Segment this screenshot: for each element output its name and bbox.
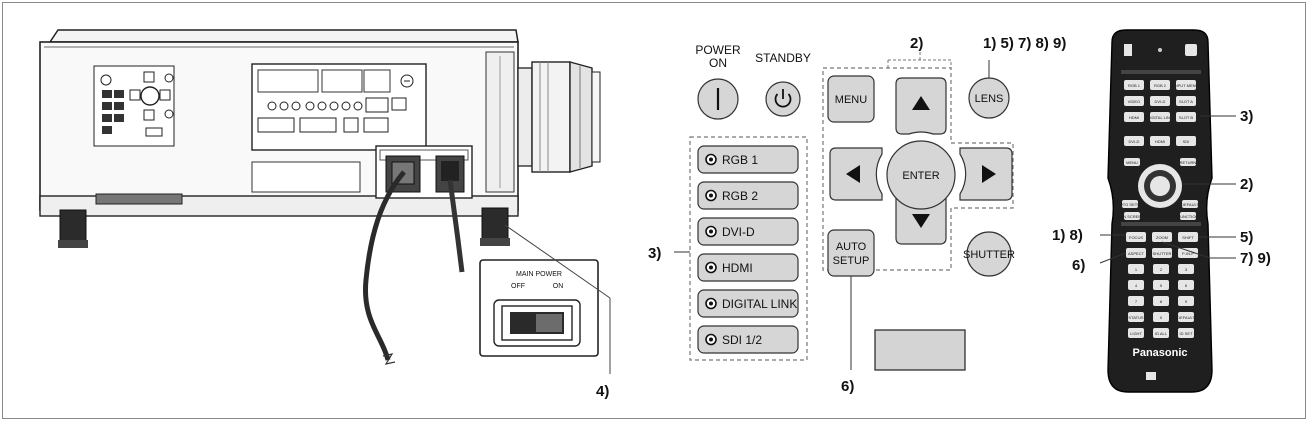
remote-btn-video[interactable]: VIDEO xyxy=(1128,99,1140,104)
standby-label: STANDBY xyxy=(755,51,811,65)
remote-btn-id-all[interactable]: ID ALL xyxy=(1155,331,1168,336)
remote-btn-slot-a[interactable]: SLOT A xyxy=(1179,99,1193,104)
remote-num-1[interactable]: 1 xyxy=(1135,267,1138,272)
callout-remote-5: 5) xyxy=(1240,229,1253,246)
callout-remote-3: 3) xyxy=(1240,108,1253,125)
remote-btn-id-set[interactable]: ID SET xyxy=(1180,331,1193,336)
auto-setup-label-line1: AUTO xyxy=(836,241,867,253)
input-label-rgb1: RGB 1 xyxy=(722,153,758,167)
remote-btn-status[interactable]: STATUS xyxy=(1128,315,1144,320)
remote-btn-dvi-d[interactable]: DVI-D xyxy=(1155,99,1166,104)
remote-btn-return[interactable]: RETURN xyxy=(1180,160,1197,165)
right-arrow-icon xyxy=(982,165,996,183)
menu-button[interactable] xyxy=(827,75,875,123)
remote-btn-slot-b[interactable]: SLOT B xyxy=(1179,115,1193,120)
remote-btn-zoom[interactable]: ZOOM xyxy=(1156,235,1168,240)
remote-btn-rgb1[interactable]: RGB 1 xyxy=(1128,83,1141,88)
remote-btn-auto-setup[interactable]: AUTO SETUP xyxy=(1117,202,1143,207)
input-label-dvi-d: DVI-D xyxy=(722,225,755,239)
remote-btn-hdmi-2[interactable]: HDMI xyxy=(1155,139,1165,144)
remote-btn-rgb2[interactable]: RGB 2 xyxy=(1154,83,1167,88)
remote-btn-aspect[interactable]: ASPECT xyxy=(1128,251,1145,256)
callout-lens: 1) 5) 7) 8) 9) xyxy=(983,35,1066,52)
up-arrow-icon xyxy=(912,96,930,110)
remote-btn-default[interactable]: DEFAULT xyxy=(1177,315,1195,320)
remote-num-7[interactable]: 7 xyxy=(1135,299,1138,304)
remote-btn-menu[interactable]: MENU xyxy=(1126,160,1138,165)
menu-label: MENU xyxy=(835,94,867,106)
remote-num-3[interactable]: 3 xyxy=(1185,267,1188,272)
remote-standby-label: STANDBY xyxy=(1182,36,1201,41)
remote-num-8[interactable]: 8 xyxy=(1160,299,1163,304)
callout-remote-6: 6) xyxy=(1072,257,1085,274)
lens-label: LENS xyxy=(975,93,1004,105)
callout-3-panel: 3) xyxy=(648,245,661,262)
remote-num-4[interactable]: 4 xyxy=(1135,283,1138,288)
left-arrow-icon xyxy=(846,165,860,183)
remote-control xyxy=(1107,29,1213,393)
input-button-hdmi[interactable] xyxy=(697,253,799,282)
remote-btn-shift[interactable]: SHIFT xyxy=(1182,235,1194,240)
main-power-off-label: OFF xyxy=(511,283,525,290)
input-button-sdi[interactable] xyxy=(697,325,799,354)
remote-num-0[interactable]: 0 xyxy=(1160,315,1163,320)
callout-2-top: 2) xyxy=(910,35,923,52)
input-label-digital-link: DIGITAL LINK xyxy=(722,297,797,311)
power-on-label-line1: POWER xyxy=(695,43,741,57)
remote-btn-on-screen[interactable]: ON SCREEN xyxy=(1120,214,1144,219)
input-button-dvi-d[interactable] xyxy=(697,217,799,246)
remote-sub-brand: PROJECTOR xyxy=(1148,362,1173,367)
callout-remote-1-8: 1) 8) xyxy=(1052,227,1083,244)
input-button-rgb1[interactable] xyxy=(697,145,799,174)
enter-button[interactable] xyxy=(886,140,956,210)
display-window xyxy=(874,329,966,371)
input-button-digital-link[interactable] xyxy=(697,289,799,318)
projector-body xyxy=(39,29,601,248)
remote-btn-focus[interactable]: FOCUS xyxy=(1129,235,1143,240)
remote-power-on-label: POWER ON xyxy=(1117,36,1139,41)
remote-brand-logo: Panasonic xyxy=(1132,347,1187,359)
power-cable xyxy=(362,170,406,361)
callout-4: 4) xyxy=(596,383,609,400)
remote-btn-digital-link[interactable]: DIGITAL LINK xyxy=(1147,115,1172,120)
input-label-sdi: SDI 1/2 xyxy=(722,333,762,347)
remote-btn-function[interactable]: FUNCTION xyxy=(1178,214,1199,219)
remote-input-select-label: INPUT SELECT xyxy=(1146,74,1175,79)
remote-btn-input-menu[interactable]: INPUT MENU xyxy=(1174,83,1199,88)
remote-btn-hdmi[interactable]: HDMI xyxy=(1129,115,1139,120)
auto-setup-button[interactable] xyxy=(827,229,875,277)
main-power-inset xyxy=(479,259,599,357)
callout-6: 6) xyxy=(841,378,854,395)
input-label-rgb2: RGB 2 xyxy=(722,189,758,203)
power-on-label-line2: ON xyxy=(709,56,727,70)
shutter-label: SHUTTER xyxy=(963,249,1015,261)
input-select-group xyxy=(689,136,808,361)
callout-remote-7-9: 7) 9) xyxy=(1240,250,1271,267)
remote-num-6[interactable]: 6 xyxy=(1185,283,1188,288)
callout-remote-2: 2) xyxy=(1240,176,1253,193)
remote-btn-default-nav[interactable]: DEFAULT xyxy=(1181,202,1199,207)
remote-num-9[interactable]: 9 xyxy=(1185,299,1188,304)
input-button-rgb2[interactable] xyxy=(697,181,799,210)
remote-btn-light[interactable]: LIGHT xyxy=(1130,331,1142,336)
remote-num-2[interactable]: 2 xyxy=(1160,267,1163,272)
down-arrow-icon xyxy=(912,214,930,228)
remote-btn-p-in-p[interactable]: P-IN-P xyxy=(1182,251,1194,256)
input-buttons xyxy=(697,145,799,354)
remote-num-5[interactable]: 5 xyxy=(1160,283,1163,288)
input-label-hdmi: HDMI xyxy=(722,261,753,275)
remote-btn-shutter[interactable]: SHUTTER xyxy=(1153,251,1172,256)
auto-setup-label-line2: SETUP xyxy=(833,255,870,267)
main-power-on-label: ON xyxy=(553,283,564,290)
enter-label: ENTER xyxy=(902,170,939,182)
remote-btn-sdi[interactable]: SDI xyxy=(1183,139,1190,144)
shutter-button[interactable] xyxy=(966,231,1012,277)
remote-btn-dvi-d-2[interactable]: DVI-D xyxy=(1129,139,1140,144)
input-indicator-icons xyxy=(705,153,717,346)
main-power-title: MAIN POWER xyxy=(516,271,562,278)
